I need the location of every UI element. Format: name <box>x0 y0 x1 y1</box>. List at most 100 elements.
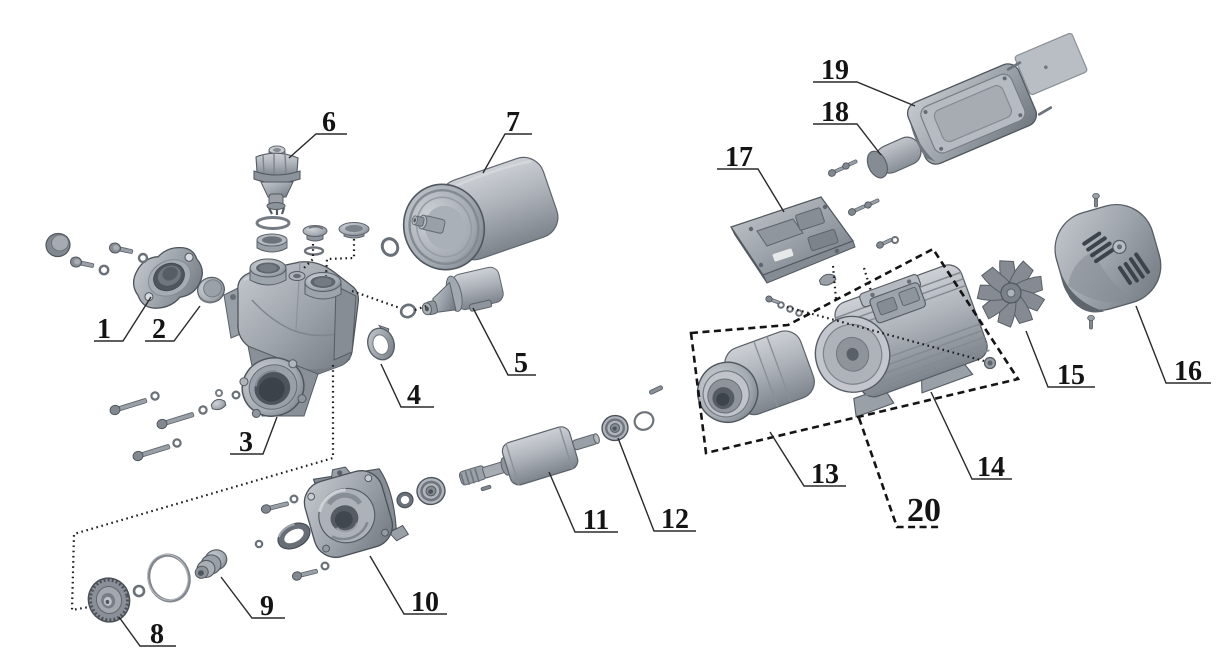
leader-9 <box>220 576 285 619</box>
part-label-16: 16 <box>1174 356 1202 387</box>
washer-1 <box>150 391 160 401</box>
leader-11 <box>548 471 618 533</box>
rear-pin <box>649 385 663 395</box>
leader-2 <box>145 305 201 342</box>
part-label-19: 19 <box>821 55 849 86</box>
part-14-motor <box>814 264 990 418</box>
part-label-6: 6 <box>322 107 336 138</box>
part-8-impeller <box>87 577 131 623</box>
leader-17 <box>717 168 785 213</box>
part-12-bearing <box>601 414 629 442</box>
part-13-bell <box>696 330 815 423</box>
valve-seat-cup <box>256 233 288 253</box>
leader-10 <box>369 555 447 615</box>
part-label-10: 10 <box>411 587 439 618</box>
ejector-o-ring <box>399 303 417 319</box>
leader-7 <box>482 133 532 174</box>
part-4-nut <box>367 324 395 361</box>
cover-plate <box>1014 32 1088 96</box>
impeller-washer <box>132 584 146 598</box>
part-label-7: 7 <box>506 107 520 138</box>
leader-3 <box>230 416 278 455</box>
bearing-o-ring <box>633 411 655 431</box>
tank-o-ring <box>380 237 400 257</box>
part-label-3: 3 <box>239 427 253 458</box>
long-bolt-1 <box>109 398 148 416</box>
part-5-ejector <box>421 266 504 316</box>
part-labels: 1 2 3 4 5 6 7 8 9 10 11 12 13 14 15 16 1… <box>97 55 1202 650</box>
fan-cover-screw-top <box>1092 193 1100 208</box>
casing-o-ring <box>147 553 191 603</box>
part-11-rotor <box>458 426 600 486</box>
leader-16 <box>1135 305 1211 384</box>
part-label-15: 15 <box>1057 360 1085 391</box>
middle-flat-ring <box>303 246 325 256</box>
part-label-5: 5 <box>514 348 528 379</box>
part-1-flange <box>132 247 203 309</box>
board-screw-4 <box>864 198 880 209</box>
part-label-14: 14 <box>977 452 1005 483</box>
part-10-bracket <box>303 466 410 559</box>
shaft-key <box>480 484 492 492</box>
washer-4 <box>231 390 241 400</box>
board-cap <box>818 273 837 286</box>
part-label-17: 17 <box>725 142 753 173</box>
part-6-valve <box>253 145 301 215</box>
part-label-12: 12 <box>661 504 689 535</box>
seal-plate <box>277 522 311 550</box>
group-box-20 <box>689 247 1021 529</box>
valve-o-ring <box>255 216 291 230</box>
dotted-assembly-lines <box>70 239 985 612</box>
washer-a <box>98 264 110 276</box>
washer-b <box>137 252 149 264</box>
pipe-cap <box>45 232 71 258</box>
part-9-seal <box>194 549 228 579</box>
leader-5 <box>472 307 536 376</box>
washer-2 <box>198 405 208 415</box>
leader-18 <box>813 123 882 156</box>
board-washers-row <box>765 295 803 317</box>
board-washer-1 <box>891 236 899 244</box>
middle-plug-cap <box>302 225 328 242</box>
part-label-2: 2 <box>152 314 166 345</box>
cover-screw-2 <box>1037 106 1053 116</box>
drain-plug <box>210 398 227 411</box>
part-15-fan <box>976 260 1046 328</box>
fan-cover-screw-bottom <box>1087 315 1095 330</box>
part-18-capacitor <box>866 136 922 179</box>
long-bolt-2 <box>156 412 195 430</box>
cover-screw-1 <box>1006 61 1022 71</box>
leader-14 <box>930 391 1012 480</box>
bolt-b <box>109 242 134 254</box>
part-3-pump-body <box>223 258 359 418</box>
part-label-20: 20 <box>907 492 941 529</box>
leader-19 <box>813 81 916 107</box>
leader-lines <box>94 81 1211 647</box>
board-screw-1 <box>828 165 846 177</box>
board-screw-5 <box>876 238 893 249</box>
washer-5 <box>215 389 223 397</box>
part-2-plug <box>197 276 225 304</box>
leader-6 <box>288 133 347 159</box>
motor-nut <box>983 356 997 370</box>
leader-12 <box>617 437 696 532</box>
bolt-a <box>70 256 95 268</box>
bracket-washer-1 <box>289 494 299 504</box>
part-label-13: 13 <box>811 459 839 490</box>
part-label-8: 8 <box>150 619 164 650</box>
part-17-terminal-board <box>730 196 856 284</box>
leader-4 <box>380 363 434 408</box>
part-16-fan-cover <box>1054 203 1162 313</box>
bracket-bolt-1 <box>260 501 289 514</box>
bracket-washer-2 <box>320 561 330 571</box>
part-19-cover <box>906 63 1038 165</box>
bracket-washer-3 <box>254 539 264 549</box>
part-label-4: 4 <box>407 380 421 411</box>
front-bearing <box>416 476 446 506</box>
leader-1 <box>94 296 152 342</box>
leader-8 <box>118 616 176 647</box>
part-7-tank <box>402 156 559 271</box>
bracket-bolt-2 <box>291 568 318 581</box>
washer-3 <box>172 438 182 448</box>
